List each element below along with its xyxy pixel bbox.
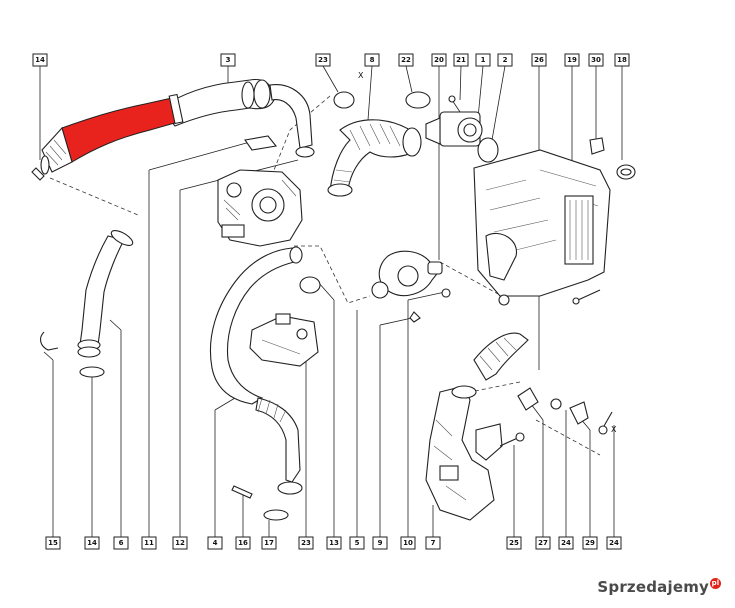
svg-text:12: 12 (175, 539, 185, 547)
label-bottom-16: 24 (558, 536, 574, 550)
bottom-label-row: 15 14 6 11 12 4 16 17 23 13 5 9 10 7 25 … (45, 536, 622, 550)
top-label-row: 14 3 23 8 22 20 21 1 2 26 19 30 18 (32, 53, 630, 67)
svg-text:3: 3 (226, 56, 231, 64)
svg-text:24: 24 (561, 539, 571, 547)
label-bottom-6: 16 (235, 536, 251, 550)
label-top-11: 30 (588, 53, 604, 67)
label-top-4: 22 (398, 53, 414, 67)
svg-text:11: 11 (144, 539, 154, 547)
label-bottom-1: 14 (84, 536, 100, 550)
valve-5 (371, 250, 451, 323)
svg-text:18: 18 (617, 56, 627, 64)
svg-text:19: 19 (567, 56, 577, 64)
hose-3-upper (159, 78, 315, 158)
svg-text:8: 8 (370, 56, 375, 64)
svg-text:13: 13 (329, 539, 339, 547)
label-bottom-2: 6 (113, 536, 129, 550)
svg-text:1: 1 (481, 56, 486, 64)
watermark-badge: pl (710, 578, 721, 589)
gaskets (244, 91, 499, 294)
svg-text:21: 21 (456, 56, 466, 64)
label-bottom-7: 17 (261, 536, 277, 550)
label-bottom-18: 24 (606, 536, 622, 550)
pipe-6 (39, 230, 134, 378)
svg-text:2: 2 (503, 56, 508, 64)
svg-text:17: 17 (264, 539, 274, 547)
label-bottom-12: 10 (400, 536, 416, 550)
annotations: X X (358, 71, 617, 434)
svg-text:16: 16 (238, 539, 248, 547)
svg-text:14: 14 (35, 56, 45, 64)
svg-text:30: 30 (591, 56, 601, 64)
svg-text:6: 6 (119, 539, 124, 547)
label-top-3: 8 (364, 53, 380, 67)
fasteners (499, 387, 613, 447)
label-bottom-0: 15 (45, 536, 61, 550)
svg-text:14: 14 (87, 539, 97, 547)
label-top-1: 3 (220, 53, 236, 67)
annotation-x-2: X (611, 425, 617, 434)
label-top-12: 18 (614, 53, 630, 67)
svg-text:23: 23 (318, 56, 328, 64)
label-top-5: 20 (431, 53, 447, 67)
svg-text:7: 7 (431, 539, 436, 547)
svg-text:29: 29 (585, 539, 595, 547)
annotation-x-1: X (358, 71, 364, 80)
hose-4 (209, 246, 303, 521)
leader-lines (39, 65, 623, 370)
throttle-body-1 (425, 95, 483, 147)
label-bottom-4: 12 (172, 536, 188, 550)
svg-text:23: 23 (301, 539, 311, 547)
intake-duct-7 (425, 332, 529, 521)
intercooler-19 (473, 149, 611, 306)
svg-text:5: 5 (355, 539, 360, 547)
label-top-6: 21 (453, 53, 469, 67)
svg-text:10: 10 (403, 539, 413, 547)
label-bottom-11: 9 (372, 536, 388, 550)
duct-8 (327, 119, 422, 197)
sensor-block-23 (249, 313, 319, 367)
svg-text:22: 22 (401, 56, 411, 64)
label-top-0: 14 (32, 53, 48, 67)
label-top-9: 26 (531, 53, 547, 67)
svg-text:25: 25 (509, 539, 519, 547)
label-bottom-9: 13 (326, 536, 342, 550)
caps (589, 137, 636, 180)
label-bottom-5: 4 (207, 536, 223, 550)
clip-14-top (31, 167, 45, 181)
highlighted-hose-14 (40, 93, 184, 175)
svg-text:15: 15 (48, 539, 58, 547)
svg-text:27: 27 (538, 539, 548, 547)
label-bottom-17: 29 (582, 536, 598, 550)
label-top-10: 19 (564, 53, 580, 67)
svg-text:24: 24 (609, 539, 619, 547)
label-bottom-8: 23 (298, 536, 314, 550)
label-bottom-15: 27 (535, 536, 551, 550)
svg-text:26: 26 (534, 56, 544, 64)
svg-text:9: 9 (378, 539, 383, 547)
svg-text:20: 20 (434, 56, 444, 64)
turbo-housing (217, 169, 303, 247)
label-bottom-13: 7 (425, 536, 441, 550)
svg-text:4: 4 (213, 539, 218, 547)
label-bottom-14: 25 (506, 536, 522, 550)
label-bottom-3: 11 (141, 536, 157, 550)
label-top-8: 2 (497, 53, 513, 67)
label-top-2: 23 (315, 53, 331, 67)
watermark-text: Sprzedajemy (597, 578, 709, 596)
clip-16 (231, 485, 253, 499)
label-top-7: 1 (475, 53, 491, 67)
label-bottom-10: 5 (349, 536, 365, 550)
